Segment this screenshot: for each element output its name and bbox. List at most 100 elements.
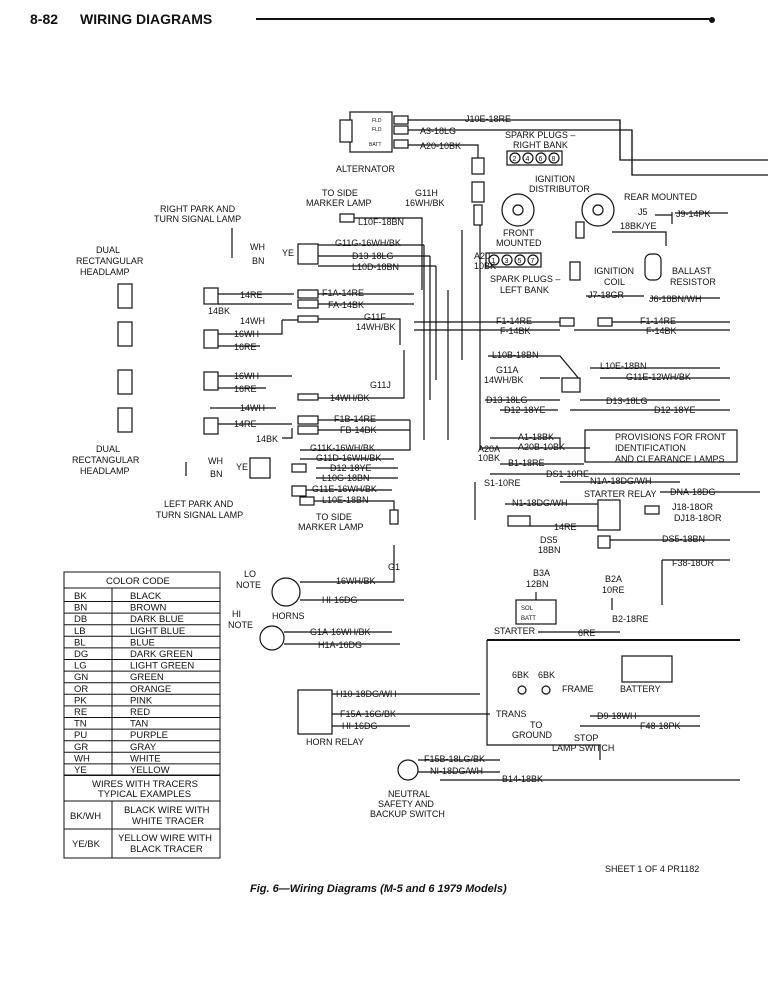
color-code-name: DARK BLUE (130, 614, 184, 625)
label-14bk-a: 14BK (208, 306, 230, 316)
color-code-name: YELLOW (130, 765, 170, 776)
svg-text:1: 1 (492, 258, 496, 265)
color-code-name: ORANGE (130, 684, 171, 695)
color-code-abbrev: LB (74, 626, 86, 637)
connector-a20-lower (473, 204, 483, 226)
color-code-name: LIGHT BLUE (130, 626, 185, 637)
label-g11e: G11E-16WH/BK (312, 484, 377, 494)
alt-fld-2: FLD (372, 127, 382, 133)
label-l10g: L10G-18BN (322, 473, 370, 483)
label-ds1: DS1-10RE (546, 469, 589, 479)
label-d12: D12-18YE (504, 405, 546, 415)
trans-2: TO (530, 720, 542, 730)
lower-trunk (486, 640, 601, 760)
label-a3: A3-18LG (420, 126, 456, 136)
side-marker-bottom-2: MARKER LAMP (298, 522, 364, 532)
color-code-name: BLUE (130, 637, 155, 648)
label-ye2: YE (236, 462, 248, 472)
label-dj18: DJ18-18OR (674, 513, 722, 523)
ground-1 (517, 685, 527, 695)
label-f15a: F15A-16G/BK (340, 709, 396, 719)
tracer-code-1: BK/WH (70, 811, 101, 822)
color-code-abbrev: LG (74, 661, 87, 672)
label-j5: J5 (638, 207, 648, 217)
color-code-abbrev: OR (74, 684, 88, 695)
color-code-name: DARK GREEN (130, 649, 193, 660)
tracer-desc-2b: BLACK TRACER (130, 844, 203, 855)
label-f-14bk-r: F-14BK (646, 326, 677, 336)
page-number: 8-82 (30, 11, 58, 27)
label-l10b: L10B-18BN (492, 350, 539, 360)
label-a20b-2: 10BK (474, 261, 496, 271)
marker-connector-top (339, 213, 355, 223)
left-park-2: TURN SIGNAL LAMP (156, 510, 243, 520)
wire-16wh-a (218, 320, 283, 335)
svg-text:7: 7 (531, 258, 535, 265)
label-ye1: YE (282, 248, 294, 258)
dual-head-top-2: RECTANGULAR (76, 256, 144, 266)
color-code-name: BROWN (130, 603, 167, 614)
stop-2: LAMP SWITCH (552, 743, 614, 753)
conn-j18 (644, 505, 660, 515)
ballast-2: RESISTOR (670, 277, 716, 287)
dual-head-bottom-1: DUAL (96, 444, 120, 454)
label-f1b: F1B-14RE (334, 414, 376, 424)
label-ds5r: DS5-18BN (662, 534, 705, 544)
ballast-1: BALLAST (672, 266, 712, 276)
neutral-2: SAFETY AND (378, 799, 434, 809)
label-d13a: D13-18LG (352, 251, 394, 261)
label-g1a: G1A-16WH/BK (310, 627, 371, 637)
connector-a20 (471, 181, 485, 203)
page-title: WIRING DIAGRAMS (80, 11, 212, 27)
wire-g11j (318, 350, 405, 399)
stop-1: STOP (574, 733, 598, 743)
frame-label: FRAME (562, 684, 594, 694)
provisions-1: PROVISIONS FOR FRONT (615, 432, 727, 442)
label-j10e: J10E-18RE (465, 114, 511, 124)
right-park-2: TURN SIGNAL LAMP (154, 214, 241, 224)
label-16wh-b: 16WH (234, 371, 259, 381)
tracer-desc-1a: BLACK WIRE WITH (124, 805, 210, 816)
color-code-abbrev: TN (74, 719, 87, 730)
wire-j9 (655, 212, 673, 224)
label-fa14: FA-14BK (328, 300, 364, 310)
label-g11d: G11D-16WH/BK (316, 453, 381, 463)
label-h10: H10-18DG/WH (336, 689, 397, 699)
label-g11a-1: G11A (496, 365, 518, 375)
label-a20b-1: A20 (474, 251, 490, 261)
ident-connector (561, 377, 581, 393)
wire-lo-16whbk (300, 545, 395, 583)
label-14re-a: 14RE (240, 290, 263, 300)
dss-2: 18BN (538, 545, 561, 555)
color-code-abbrev: BL (74, 637, 86, 648)
distributor-label-2: DISTRIBUTOR (529, 184, 590, 194)
label-j9: J9-14PK (676, 209, 711, 219)
hi-horn (259, 625, 285, 651)
label-16wh-a: 16WH (234, 329, 259, 339)
svg-text:2: 2 (513, 156, 517, 163)
conn-g11j (297, 393, 319, 401)
label-hi16dg2: HI-16DG (342, 721, 378, 731)
tracer-desc-2a: YELLOW WIRE WITH (118, 833, 212, 844)
color-code-abbrev: DB (74, 614, 87, 625)
wire-a1 (490, 437, 561, 448)
label-g11j-1: G11J (370, 380, 391, 390)
label-b1: B1-18RE (508, 458, 545, 468)
label-wh1: WH (250, 242, 265, 252)
conn-fb (297, 425, 319, 435)
wire-14bk-b (282, 428, 293, 439)
spark-right-1: SPARK PLUGS – (505, 130, 575, 140)
label-f1-14re-r: F1-14RE (640, 316, 676, 326)
battery (621, 655, 673, 683)
provisions-3: AND CLEARANCE LAMPS (615, 454, 725, 464)
label-a20a-2: 10BK (478, 453, 500, 463)
label-f-14bk: F-14BK (500, 326, 531, 336)
lo-horn (271, 577, 301, 607)
wire-a20 (408, 144, 479, 160)
tracer-desc-1b: WHITE TRACER (132, 816, 204, 827)
horn-relay (297, 689, 333, 735)
headlamp-connector-2 (203, 329, 219, 349)
headlamp-connector-4 (203, 417, 219, 435)
figure-caption: Fig. 6—Wiring Diagrams (M-5 and 6 1979 M… (250, 883, 507, 895)
